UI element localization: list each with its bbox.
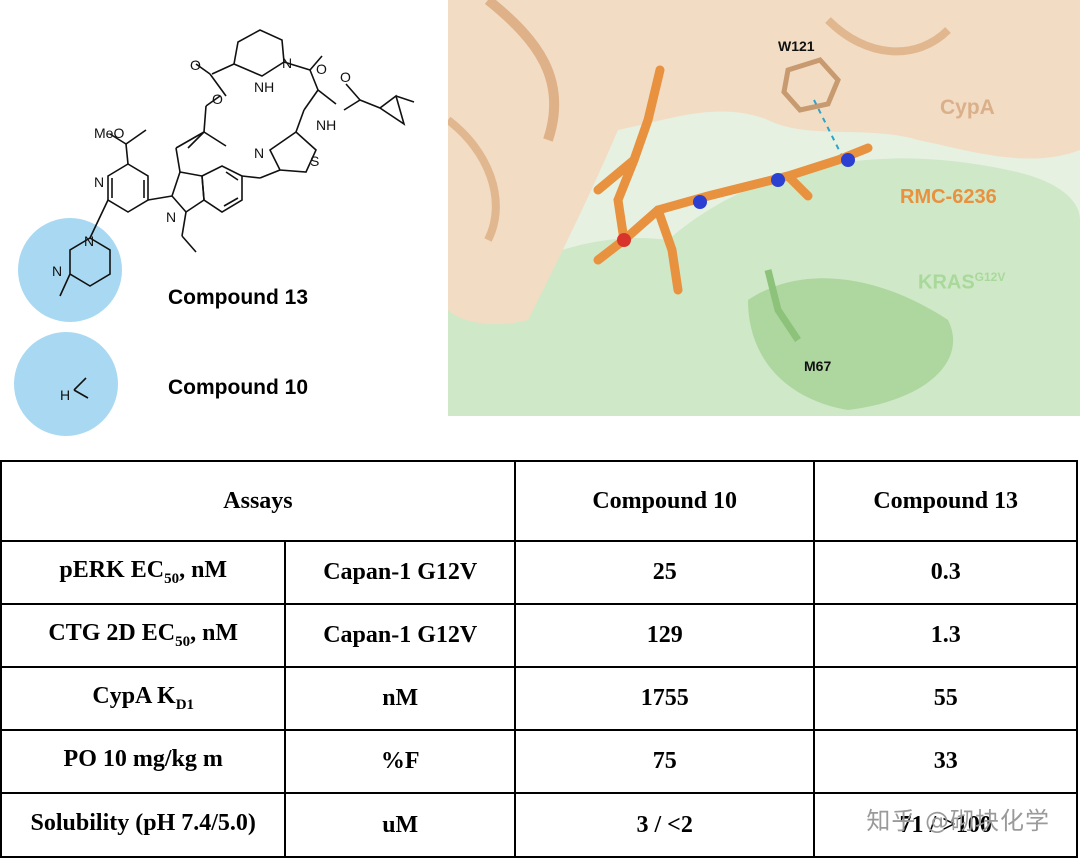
amide-nh-atom: NH	[316, 117, 336, 133]
indole-n-atom: N	[166, 209, 176, 225]
condition-cell: Capan-1 G12V	[284, 540, 516, 605]
compound-13-value: 1.3	[813, 603, 1078, 668]
carbonyl-o-atom: O	[190, 57, 201, 73]
hexahydropyridazine-ring	[233, 29, 285, 77]
figure-top: N N H N MeO N O O NH N O NH O N S Compou…	[0, 0, 1080, 440]
compound-13-value: 0.3	[813, 540, 1078, 605]
assay-cell: pERK EC50, nM	[0, 540, 287, 605]
molecule-drawing: N N H N MeO N O O NH N O NH O N S	[14, 29, 415, 436]
watermark: 知乎 @砌块化学	[866, 807, 1050, 835]
hydrogen-atom: H	[60, 387, 70, 403]
m67-label: M67	[804, 358, 832, 374]
assay-data-table: Assays Compound 10 Compound 13 pERK EC50…	[0, 460, 1078, 858]
ester-o-atom: O	[212, 91, 223, 107]
compound-13-label: Compound 13	[168, 286, 308, 309]
w121-label: W121	[778, 38, 815, 54]
pyridine-ring	[107, 163, 149, 213]
thiazole-ring	[268, 130, 317, 173]
protein-binding-view: W121 CypA RMC-6236 KRASG12V M67	[448, 0, 1080, 416]
indole-pyrrole-ring	[171, 171, 205, 214]
table-row: CypA KD1 nM 1755 55	[0, 666, 1078, 731]
amide-o-atom: O	[316, 61, 327, 77]
chemical-structure-panel: N N H N MeO N O O NH N O NH O N S Compou…	[0, 0, 440, 440]
table-header-row: Assays Compound 10 Compound 13	[0, 460, 1078, 542]
rmc-6236-label: RMC-6236	[900, 186, 997, 208]
table-row: Solubility (pH 7.4/5.0) uM 3 / <2 71 / >…	[0, 792, 1078, 858]
compound-10-value: 25	[513, 540, 816, 605]
assays-header: Assays	[0, 460, 516, 542]
compound-13-value: 55	[813, 666, 1078, 731]
methyl-highlight-circle	[14, 332, 118, 436]
binding-pocket-render	[448, 0, 1080, 416]
kras-label: KRASG12V	[918, 270, 1005, 295]
compound-10-header: Compound 10	[513, 460, 816, 542]
piperazine-n4-atom: N	[52, 263, 62, 279]
rmc-6236-ligand	[593, 65, 873, 295]
compound-10-label: Compound 10	[168, 376, 308, 399]
nh-atom: NH	[254, 79, 274, 95]
assay-cell: CypA KD1	[0, 666, 287, 731]
compound-10-value: 75	[513, 729, 816, 794]
cyclopropane-ring	[378, 94, 406, 126]
assay-cell: Solubility (pH 7.4/5.0)	[0, 792, 287, 858]
cypa-label: CypA	[940, 96, 995, 119]
table-row: CTG 2D EC50, nM Capan-1 G12V 129 1.3	[0, 603, 1078, 668]
condition-cell: nM	[284, 666, 516, 731]
assay-cell: CTG 2D EC50, nM	[0, 603, 287, 668]
compound-10-value: 1755	[513, 666, 816, 731]
assay-cell: PO 10 mg/kg m	[0, 729, 287, 794]
table-row: PO 10 mg/kg m %F 75 33	[0, 729, 1078, 794]
acyl-o-atom: O	[340, 69, 351, 85]
kras-helix	[748, 278, 954, 410]
kras-superscript: G12V	[974, 270, 1006, 284]
cypa-surface	[448, 0, 1080, 325]
thiazole-s-atom: S	[310, 153, 319, 169]
pyridine-n-atom: N	[94, 174, 104, 190]
table-row: pERK EC50, nM Capan-1 G12V 25 0.3	[0, 540, 1078, 605]
piperazine-ring	[69, 237, 111, 287]
thiazole-n-atom: N	[254, 145, 264, 161]
compound-10-value: 3 / <2	[513, 792, 816, 858]
condition-cell: %F	[284, 729, 516, 794]
compound-13-value: 33	[813, 729, 1078, 794]
compound-13-header: Compound 13	[813, 460, 1078, 542]
piperazine-n1-atom: N	[84, 233, 94, 249]
condition-cell: uM	[284, 792, 516, 858]
kras-label-text: KRAS	[918, 271, 975, 294]
methoxy-label: MeO	[94, 125, 124, 141]
ring-n-atom: N	[282, 55, 292, 71]
indole-benzene-ring	[201, 165, 243, 213]
compound-10-value: 129	[513, 603, 816, 668]
condition-cell: Capan-1 G12V	[284, 603, 516, 668]
compound-13-value: 71 / >100	[813, 792, 1078, 858]
